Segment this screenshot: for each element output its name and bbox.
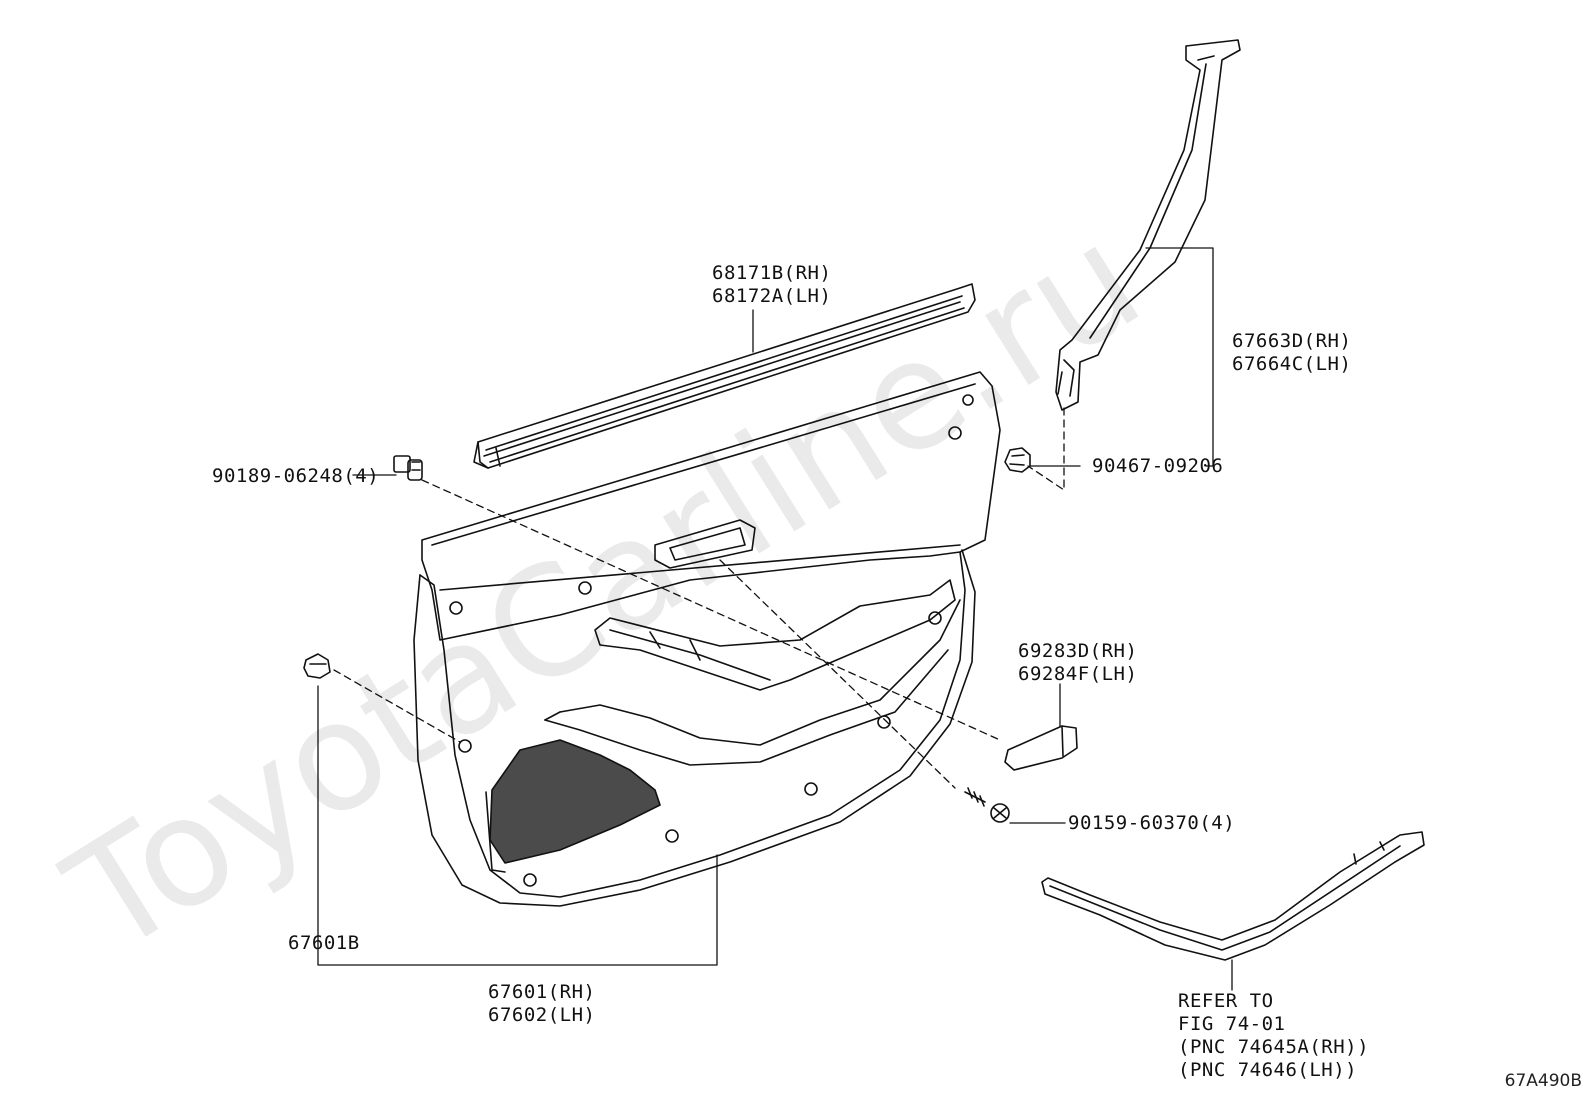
label-67663d: 67663D(RH) [1232,330,1352,352]
label-90159-60370: 90159-60370(4) [1068,812,1236,834]
label-67664c: 67664C(LH) [1232,353,1352,375]
door-trim-panel[interactable] [413,371,1001,907]
label-90467-09206: 90467-09206 [1092,455,1224,477]
label-refer-to: REFER TO [1178,990,1274,1012]
dashed-lines [333,407,1065,789]
label-refer-pnc-rh: (PNC 74645A(RH)) [1178,1036,1370,1058]
label-90189-06248: 90189-06248(4) [212,465,380,487]
label-69283d: 69283D(RH) [1018,640,1138,662]
label-refer-pnc-lh: (PNC 74646(LH)) [1178,1059,1358,1081]
label-refer-fig: FIG 74-01 [1178,1013,1286,1035]
window-weatherstrip[interactable] [473,283,976,469]
clip-90467[interactable] [1004,447,1031,473]
label-68171b: 68171B(RH) [712,262,832,284]
screw-90159[interactable] [964,787,1010,823]
diagram-code: 67A490B [1504,1071,1582,1091]
label-67601: 67601(RH) [488,981,596,1003]
handle-cover[interactable] [1004,725,1078,771]
label-67602: 67602(LH) [488,1004,596,1026]
clip-67601b[interactable] [303,653,331,679]
lower-garnish-strip[interactable] [1041,831,1425,961]
clip-90189[interactable] [393,455,423,481]
label-68172a: 68172A(LH) [712,285,832,307]
label-69284f: 69284F(LH) [1018,663,1138,685]
leader-lines [317,247,1233,991]
label-67601b: 67601B [288,932,360,954]
pillar-garnish[interactable] [1055,39,1241,411]
